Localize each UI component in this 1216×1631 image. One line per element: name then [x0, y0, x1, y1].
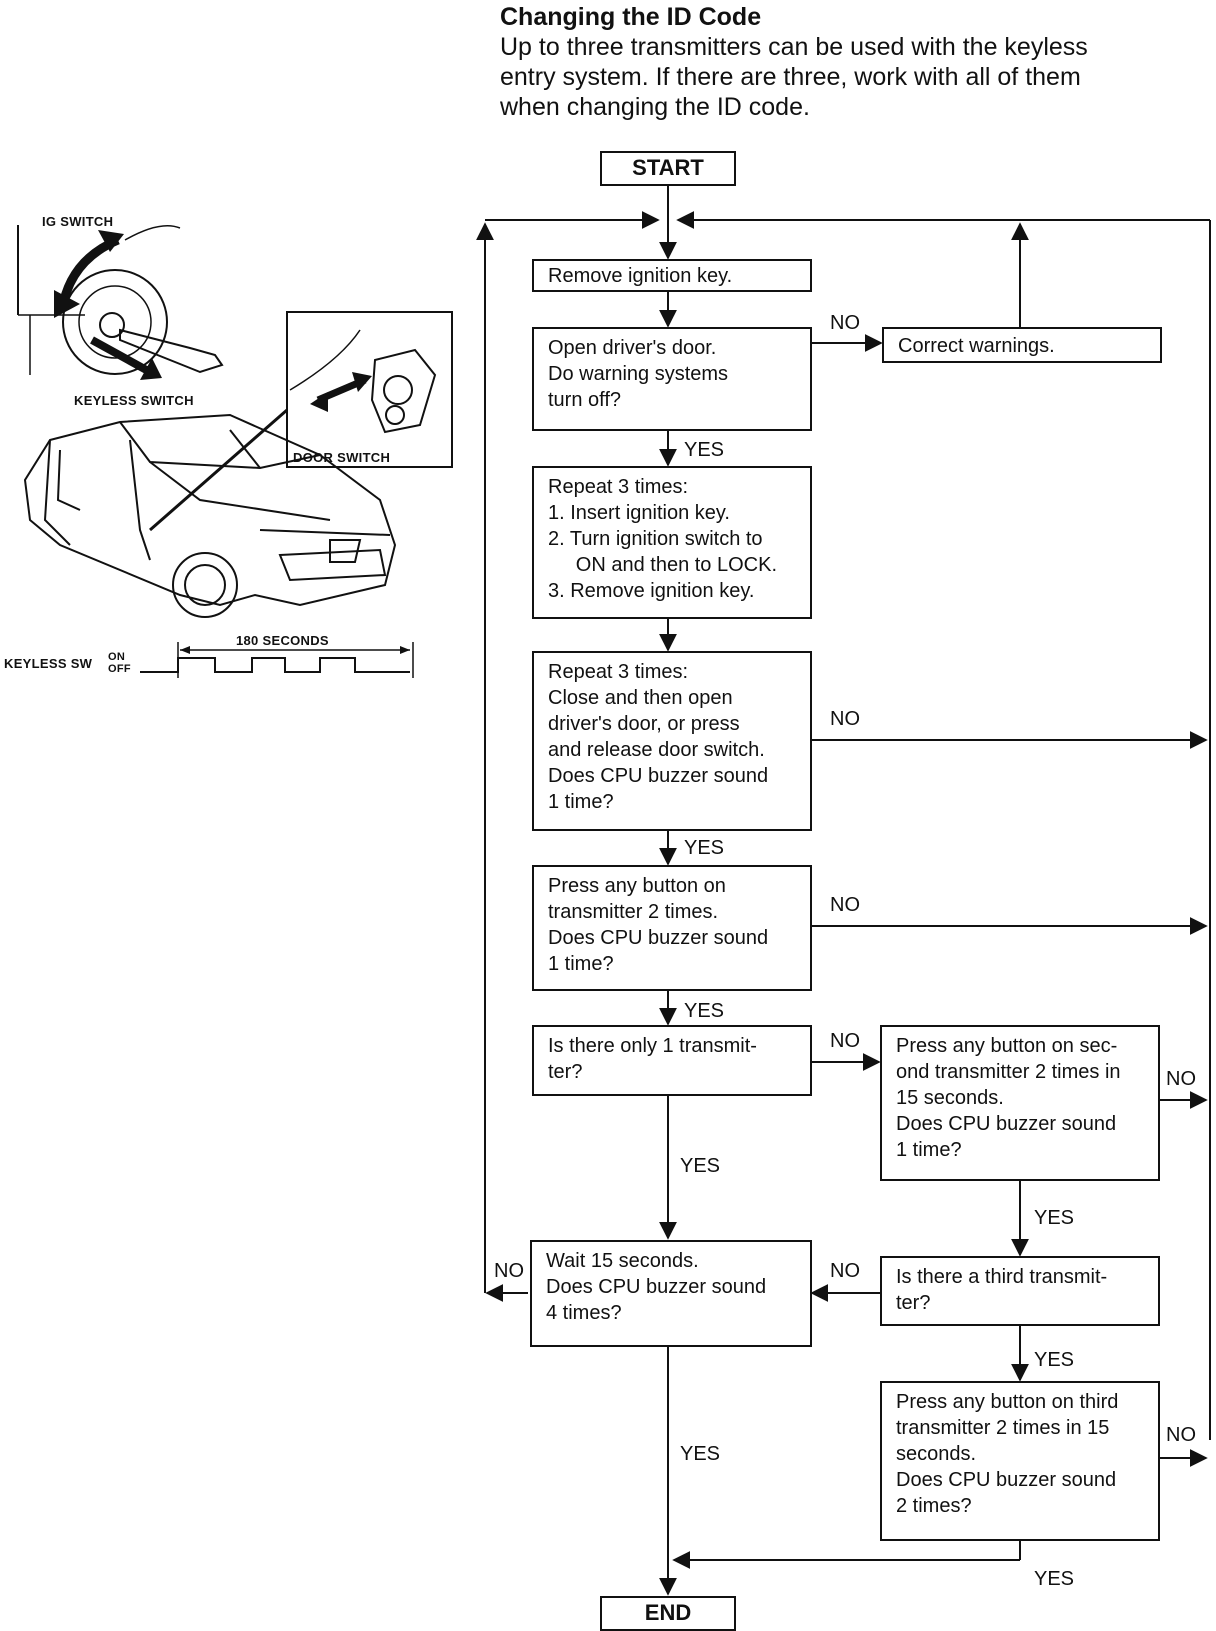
decision-repeat-door: Repeat 3 times: Close and then open driv…	[532, 651, 812, 831]
yes-label: YES	[1034, 1349, 1075, 1371]
no-label: NO	[830, 312, 860, 334]
decision-press-transmitter-3: Press any button on third transmitter 2 …	[880, 1381, 1160, 1541]
no-label: NO	[830, 1030, 860, 1052]
intro-line-1: Up to three transmitters can be used wit…	[500, 33, 1088, 61]
no-label: NO	[1166, 1424, 1196, 1446]
decision-wait-15-seconds: Wait 15 seconds. Does CPU buzzer sound 4…	[530, 1240, 812, 1347]
yes-label: YES	[1034, 1207, 1075, 1229]
intro-line-3: when changing the ID code.	[500, 93, 810, 121]
end-terminal: END	[600, 1596, 736, 1631]
heading: Changing the ID Code Up to three transmi…	[500, 2, 1210, 122]
timing-duration-label: 180 SECONDS	[236, 633, 329, 648]
start-terminal: START	[600, 151, 736, 186]
ig-switch-label: IG SWITCH	[42, 214, 114, 229]
yes-label: YES	[680, 1443, 721, 1465]
decision-press-transmitter-2: Press any button on sec- ond transmitter…	[880, 1025, 1160, 1181]
yes-label: YES	[684, 439, 725, 461]
intro-line-2: entry system. If there are three, work w…	[500, 63, 1081, 91]
keyless-switch-label: KEYLESS SWITCH	[74, 393, 194, 408]
step-correct-warnings: Correct warnings.	[882, 327, 1162, 363]
timing-keyless-sw-label: KEYLESS SW	[4, 656, 93, 671]
decision-third-transmitter: Is there a third transmit- ter?	[880, 1256, 1160, 1326]
switch-illustration	[17, 225, 453, 678]
door-switch-label: DOOR SWITCH	[293, 450, 391, 465]
decision-open-drivers-door: Open driver's door. Do warning systems t…	[532, 327, 812, 431]
no-label: NO	[1166, 1068, 1196, 1090]
car-icon	[23, 413, 397, 618]
no-label: NO	[830, 894, 860, 916]
yes-label: YES	[1034, 1568, 1075, 1590]
yes-label: YES	[684, 837, 725, 859]
timing-waveform	[140, 657, 410, 673]
step-remove-ignition-key: Remove ignition key.	[532, 259, 812, 292]
no-label: NO	[830, 708, 860, 730]
yes-label: YES	[684, 1000, 725, 1022]
step-repeat-ignition-key: Repeat 3 times: 1. Insert ignition key. …	[532, 466, 812, 619]
push-arrow-icon	[90, 336, 152, 376]
timing-on-label: ON	[108, 651, 126, 663]
page-title: Changing the ID Code	[500, 3, 762, 31]
yes-label: YES	[680, 1155, 721, 1177]
no-label: NO	[494, 1260, 524, 1282]
decision-only-one-transmitter: Is there only 1 transmit- ter?	[532, 1025, 812, 1096]
no-label: NO	[830, 1260, 860, 1282]
decision-press-transmitter-1: Press any button on transmitter 2 times.…	[532, 865, 812, 991]
ignition-cylinder-icon	[62, 269, 168, 375]
timing-off-label: OFF	[108, 663, 131, 675]
